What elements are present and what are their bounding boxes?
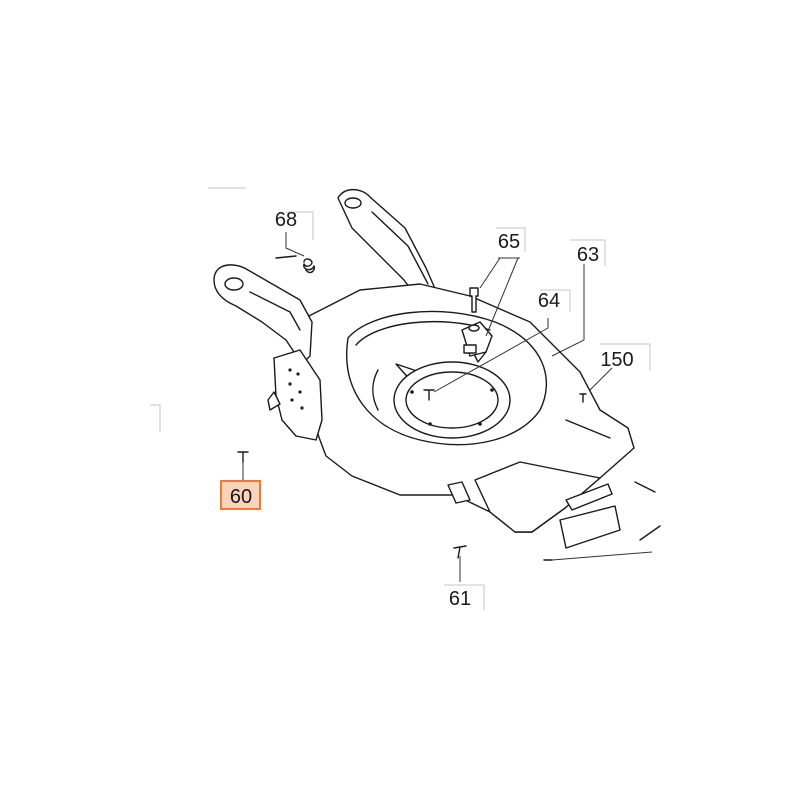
screw-61	[453, 545, 467, 559]
highlight-box-60	[220, 480, 261, 510]
label-64: 64	[538, 290, 560, 312]
mower-deck-drawing	[213, 188, 661, 561]
label-61: 61	[449, 588, 471, 610]
leader-150	[589, 367, 613, 391]
right-bracket-hole	[344, 197, 362, 209]
screw-64	[423, 389, 435, 401]
label-68: 68	[275, 209, 297, 231]
left-bracket-hole	[224, 277, 244, 291]
label-brackets	[150, 187, 651, 610]
label-63: 63	[577, 244, 599, 266]
front-flap	[559, 505, 621, 549]
bolt-65	[469, 287, 479, 313]
leader-65b	[485, 257, 519, 337]
leader-65a	[479, 257, 501, 289]
leader-64	[433, 318, 549, 393]
leader-lines	[242, 232, 653, 582]
leader-68	[285, 232, 305, 257]
right-handle-bracket	[337, 188, 441, 311]
screw-60	[237, 451, 249, 463]
label-150: 150	[600, 349, 633, 371]
label-65: 65	[498, 231, 520, 253]
leader-63	[551, 264, 585, 357]
leader-front	[551, 551, 653, 561]
nut	[463, 344, 477, 354]
label-60: 60	[230, 486, 252, 508]
spring-68	[275, 255, 316, 274]
screw-150	[579, 393, 587, 403]
part-labels: 68 65 63 64 150 60 61	[230, 209, 634, 610]
discharge-chute	[474, 461, 601, 533]
